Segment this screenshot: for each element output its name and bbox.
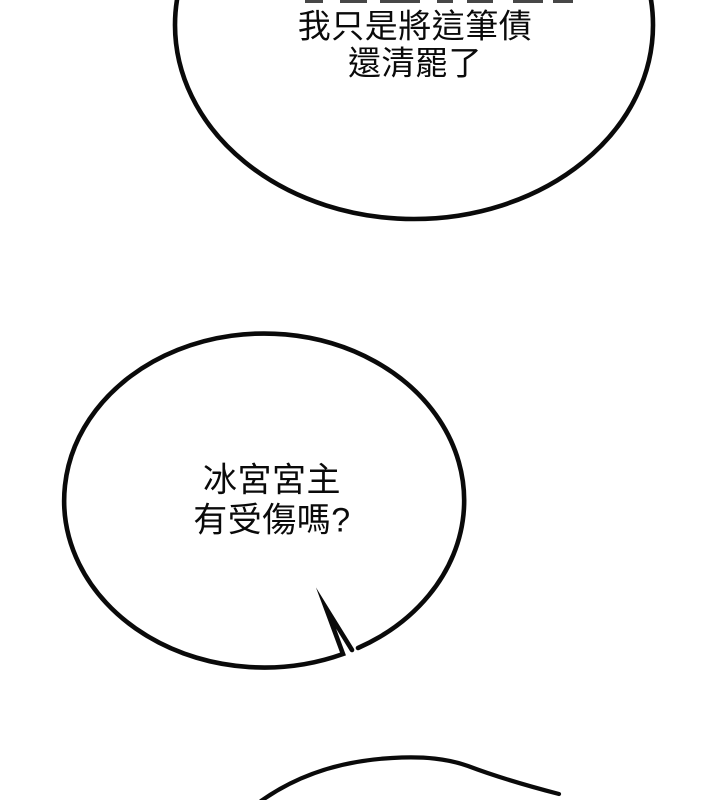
speech-line: 我只是將這筆債 bbox=[297, 7, 533, 45]
speech-bubble-middle-text: 冰宮宮主 有受傷嗎? bbox=[193, 462, 350, 541]
speech-line: 有受傷嗎? bbox=[193, 501, 351, 539]
speech-bubble-top-text: 我只是將這筆債 還清罷了 bbox=[297, 7, 533, 82]
speech-bubble-top-outline bbox=[172, 0, 656, 222]
clipped-text-remnants bbox=[305, 0, 573, 3]
speech-bubble-bottom-partial-outline bbox=[259, 755, 562, 800]
speech-bubble-middle-outline bbox=[61, 331, 467, 670]
speech-line: 冰宮宮主 bbox=[202, 461, 341, 500]
speech-line: 還清罷了 bbox=[348, 44, 482, 81]
